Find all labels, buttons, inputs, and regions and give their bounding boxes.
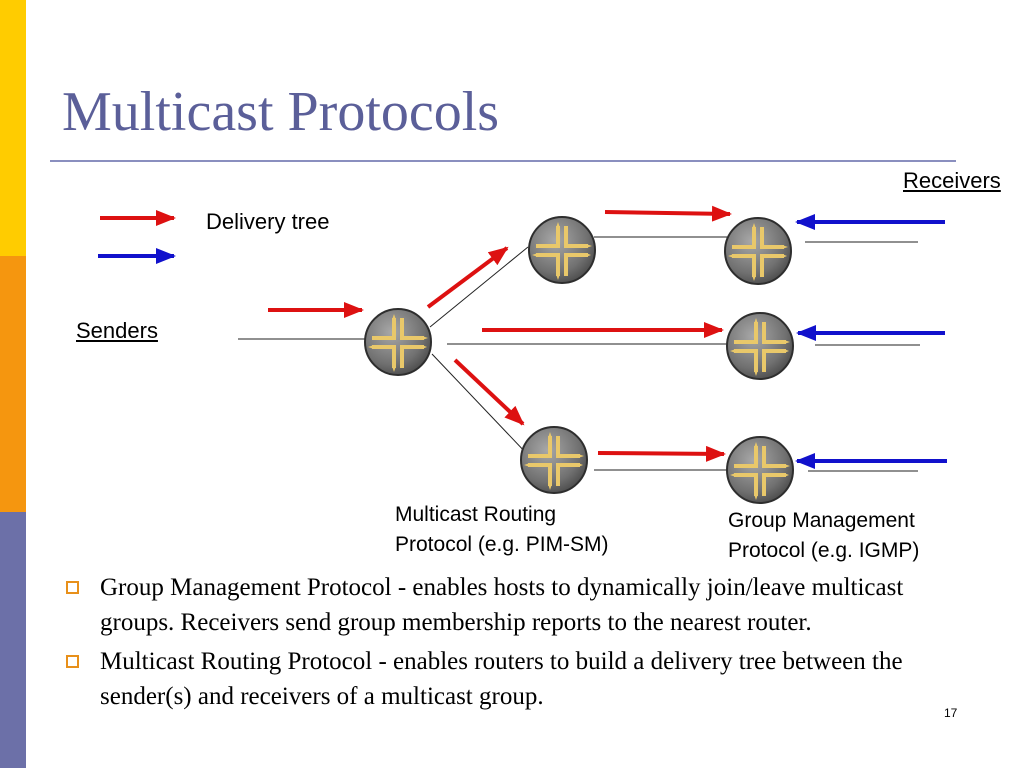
router-icon xyxy=(725,311,795,381)
caption-line: Multicast Routing xyxy=(395,503,557,526)
red-arrow-icon xyxy=(604,205,732,222)
routing-protocol-caption: Multicast Routing Protocol (e.g. PIM-SM) xyxy=(395,500,609,560)
link-r1-r2 xyxy=(429,246,529,328)
square-bullet-icon xyxy=(66,655,79,668)
bullet-list: Group Management Protocol - enables host… xyxy=(62,570,952,718)
router-icon xyxy=(723,216,793,286)
page-number: 17 xyxy=(944,706,958,720)
caption-line: Protocol (e.g. IGMP) xyxy=(728,539,920,562)
slide-sidebar xyxy=(0,0,26,768)
router-icon xyxy=(519,425,589,495)
caption-line: Group Management xyxy=(728,509,915,532)
link-r1-r3 xyxy=(431,353,529,456)
bullet-text: Multicast Routing Protocol - enables rou… xyxy=(100,648,903,710)
group-mgmt-protocol-caption: Group Management Protocol (e.g. IGMP) xyxy=(728,506,919,566)
legend-delivery-tree-label: Delivery tree xyxy=(206,209,330,234)
caption-line: Protocol (e.g. PIM-SM) xyxy=(395,533,609,556)
sidebar-band-yellow xyxy=(0,0,26,256)
router-icon xyxy=(363,307,433,377)
slide-title: Multicast Protocols xyxy=(62,81,500,143)
bullet-text: Group Management Protocol - enables host… xyxy=(100,574,904,636)
bullet-item: Multicast Routing Protocol - enables rou… xyxy=(62,644,952,714)
bullet-item: Group Management Protocol - enables host… xyxy=(62,570,952,640)
red-arrow-icon xyxy=(426,246,509,309)
receivers-label: Receivers xyxy=(903,168,1001,193)
red-arrow-icon xyxy=(453,358,525,426)
router-icon xyxy=(527,215,597,285)
title-underline xyxy=(50,160,956,162)
red-arrow-icon xyxy=(597,445,726,462)
senders-label: Senders xyxy=(76,318,158,343)
sidebar-band-orange xyxy=(0,256,26,512)
square-bullet-icon xyxy=(66,581,79,594)
network-links xyxy=(238,236,920,472)
sidebar-band-purple xyxy=(0,512,26,768)
router-icon xyxy=(725,435,795,505)
